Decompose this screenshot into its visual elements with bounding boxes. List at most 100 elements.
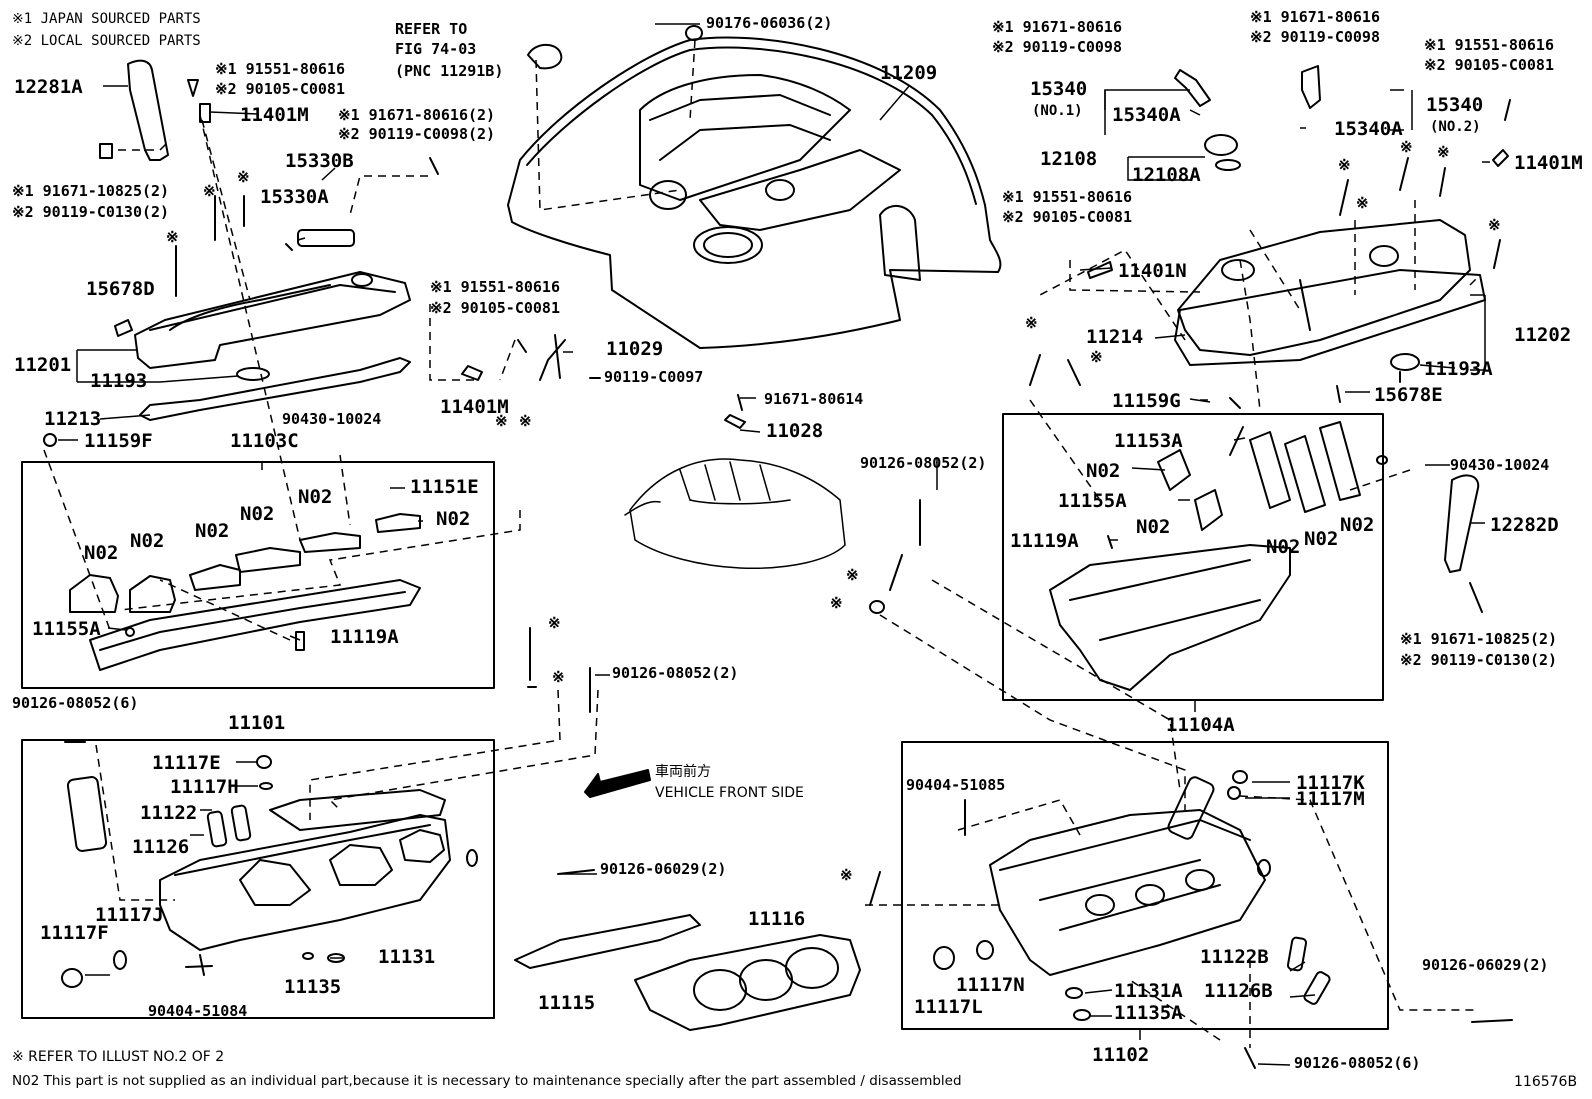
part-label-11131a[interactable]: 11131A: [1114, 980, 1183, 1002]
part-label-11104a[interactable]: 11104A: [1166, 714, 1235, 736]
part-label-11117n[interactable]: 11117N: [956, 974, 1025, 996]
part-label-n02-b[interactable]: N02: [436, 508, 471, 530]
part-label-91671-10825-2[interactable]: ※1 91671-10825(2): [12, 182, 170, 200]
part-label-no2[interactable]: (NO.2): [1430, 119, 1481, 135]
part-label-90119-c0130-r[interactable]: ※2 90119-C0130(2): [1400, 651, 1558, 669]
part-label-90126-08052-6-r[interactable]: 90126-08052(6): [1294, 1054, 1421, 1072]
part-label-11116[interactable]: 11116: [748, 908, 806, 930]
part-label-11401m[interactable]: 11401M: [240, 104, 309, 126]
part-label-12108a[interactable]: 12108A: [1132, 164, 1201, 186]
part-label-11401m-r[interactable]: 11401M: [1514, 152, 1583, 174]
part-label-15330a[interactable]: 15330A: [260, 186, 329, 208]
part-label-90126-08052-2-mid[interactable]: 90126-08052(2): [612, 664, 739, 682]
part-label-11201[interactable]: 11201: [14, 354, 72, 376]
part-label-90105-c0081-l[interactable]: ※2 90105-C0081: [430, 299, 560, 317]
part-label-n02-f[interactable]: N02: [84, 542, 119, 564]
part-label-11131[interactable]: 11131: [378, 946, 436, 968]
part-label-91551-80616-r[interactable]: ※1 91551-80616: [1002, 188, 1132, 206]
part-label-11135[interactable]: 11135: [284, 976, 342, 998]
part-label-91551-80616-l[interactable]: ※1 91551-80616: [430, 278, 560, 296]
part-label-90119-c0098-r1[interactable]: ※2 90119-C0098: [992, 38, 1122, 56]
part-label-15340a-l[interactable]: 15340A: [1112, 104, 1181, 126]
part-label-12282d[interactable]: 12282D: [1490, 514, 1559, 536]
part-label-11151e[interactable]: 11151E: [410, 476, 479, 498]
part-label-11213[interactable]: 11213: [44, 408, 102, 430]
part-label-91551-80616-rr[interactable]: ※1 91551-80616: [1424, 36, 1554, 54]
part-label-11126b[interactable]: 11126B: [1204, 980, 1273, 1002]
part-label-90430-10024-l[interactable]: 90430-10024: [282, 410, 382, 428]
part-label-11102[interactable]: 11102: [1092, 1044, 1150, 1066]
part-label-90119-c0098-2[interactable]: ※2 90119-C0098(2): [338, 125, 496, 143]
part-label-90126-06029-2-r[interactable]: 90126-06029(2): [1422, 956, 1549, 974]
part-label-11119a-r[interactable]: 11119A: [1010, 530, 1079, 552]
part-label-90430-10024-r[interactable]: 90430-10024: [1450, 456, 1550, 474]
part-label-n02-c[interactable]: N02: [240, 503, 275, 525]
part-label-11117m[interactable]: 11117M: [1296, 788, 1365, 810]
part-label-11193[interactable]: 11193: [90, 370, 148, 392]
part-label-15340a-r[interactable]: 15340A: [1334, 118, 1403, 140]
part-label-12281a[interactable]: 12281A: [14, 76, 83, 98]
part-label-15340-no1[interactable]: 15340: [1030, 78, 1088, 100]
part-label-90126-06029-2-l[interactable]: 90126-06029(2): [600, 860, 727, 878]
part-label-11029[interactable]: 11029: [606, 338, 664, 360]
part-label-90105-c0081-rr[interactable]: ※2 90105-C0081: [1424, 56, 1554, 74]
part-label-91671-80616-2[interactable]: ※1 91671-80616(2): [338, 106, 496, 124]
part-label-11126[interactable]: 11126: [132, 836, 190, 858]
part-label-90119-c0130-2[interactable]: ※2 90119-C0130(2): [12, 203, 170, 221]
part-label-n02-k[interactable]: N02: [1340, 514, 1375, 536]
part-label-90119-c0097[interactable]: 90119-C0097: [604, 368, 704, 386]
part-label-91671-80614[interactable]: 91671-80614: [764, 390, 864, 408]
part-label-n02-e[interactable]: N02: [130, 530, 165, 552]
part-label-91671-80616-r2[interactable]: ※1 91671-80616: [1250, 8, 1380, 26]
part-label-90404-51085[interactable]: 90404-51085: [906, 776, 1006, 794]
part-label-11159f[interactable]: 11159F: [84, 430, 153, 452]
part-label-91671-80616-r1[interactable]: ※1 91671-80616: [992, 18, 1122, 36]
part-label-11117k[interactable]: 11117K: [1296, 772, 1365, 794]
part-label-15678e[interactable]: 15678E: [1374, 384, 1443, 406]
part-label-90126-08052-2-r[interactable]: 90126-08052(2): [860, 454, 987, 472]
part-label-12108[interactable]: 12108: [1040, 148, 1098, 170]
part-label-n02-g[interactable]: N02: [1086, 460, 1121, 482]
part-label-15340-no2[interactable]: 15340: [1426, 94, 1484, 116]
part-label-n02-i[interactable]: N02: [1266, 536, 1301, 558]
part-label-11028[interactable]: 11028: [766, 420, 824, 442]
part-label-90176-06036-2[interactable]: 90176-06036(2): [706, 14, 833, 32]
part-label-90404-51084[interactable]: 90404-51084: [148, 1002, 248, 1020]
part-label-11115[interactable]: 11115: [538, 992, 596, 1014]
part-label-11117h[interactable]: 11117H: [170, 776, 239, 798]
part-label-11103c[interactable]: 11103C: [230, 430, 299, 452]
part-label-n02-h[interactable]: N02: [1136, 516, 1171, 538]
part-label-11401m-mid[interactable]: 11401M: [440, 396, 509, 418]
part-label-11193a[interactable]: 11193A: [1424, 358, 1493, 380]
part-label-90105-c0081[interactable]: ※2 90105-C0081: [215, 80, 345, 98]
part-label-11209[interactable]: 11209: [880, 62, 938, 84]
part-label-11117l[interactable]: 11117L: [914, 996, 983, 1018]
part-label-90105-c0081-r[interactable]: ※2 90105-C0081: [1002, 208, 1132, 226]
part-label-11214[interactable]: 11214: [1086, 326, 1144, 348]
part-label-no1[interactable]: (NO.1): [1032, 103, 1083, 119]
part-label-11117f[interactable]: 11117F: [40, 922, 109, 944]
part-label-11122[interactable]: 11122: [140, 802, 198, 824]
part-label-15678d[interactable]: 15678D: [86, 278, 155, 300]
part-label-11119a-l[interactable]: 11119A: [330, 626, 399, 648]
part-label-11155a-l[interactable]: 11155A: [32, 618, 101, 640]
part-label-90126-08052-6[interactable]: 90126-08052(6): [12, 694, 139, 712]
part-label-11159g[interactable]: 11159G: [1112, 390, 1181, 412]
part-label-11122b[interactable]: 11122B: [1200, 946, 1269, 968]
part-label-n02-a[interactable]: N02: [298, 486, 333, 508]
part-label-n02-j[interactable]: N02: [1304, 528, 1339, 550]
part-label-90119-c0098-r2[interactable]: ※2 90119-C0098: [1250, 28, 1380, 46]
dashed-assembly-lines: [43, 39, 1481, 1048]
part-label-11202[interactable]: 11202: [1514, 324, 1572, 346]
part-label-15330b[interactable]: 15330B: [285, 150, 354, 172]
part-label-11155a-r[interactable]: 11155A: [1058, 490, 1127, 512]
part-label-n02-d[interactable]: N02: [195, 520, 230, 542]
part-label-11101[interactable]: 11101: [228, 712, 286, 734]
part-label-91551-80616[interactable]: ※1 91551-80616: [215, 60, 345, 78]
part-label-11117e[interactable]: 11117E: [152, 752, 221, 774]
part-label-11135a[interactable]: 11135A: [1114, 1002, 1183, 1024]
part-label-91671-10825-r[interactable]: ※1 91671-10825(2): [1400, 630, 1558, 648]
part-label-11117j[interactable]: 11117J: [95, 904, 164, 926]
part-label-11153a[interactable]: 11153A: [1114, 430, 1183, 452]
part-label-11401n[interactable]: 11401N: [1118, 260, 1187, 282]
